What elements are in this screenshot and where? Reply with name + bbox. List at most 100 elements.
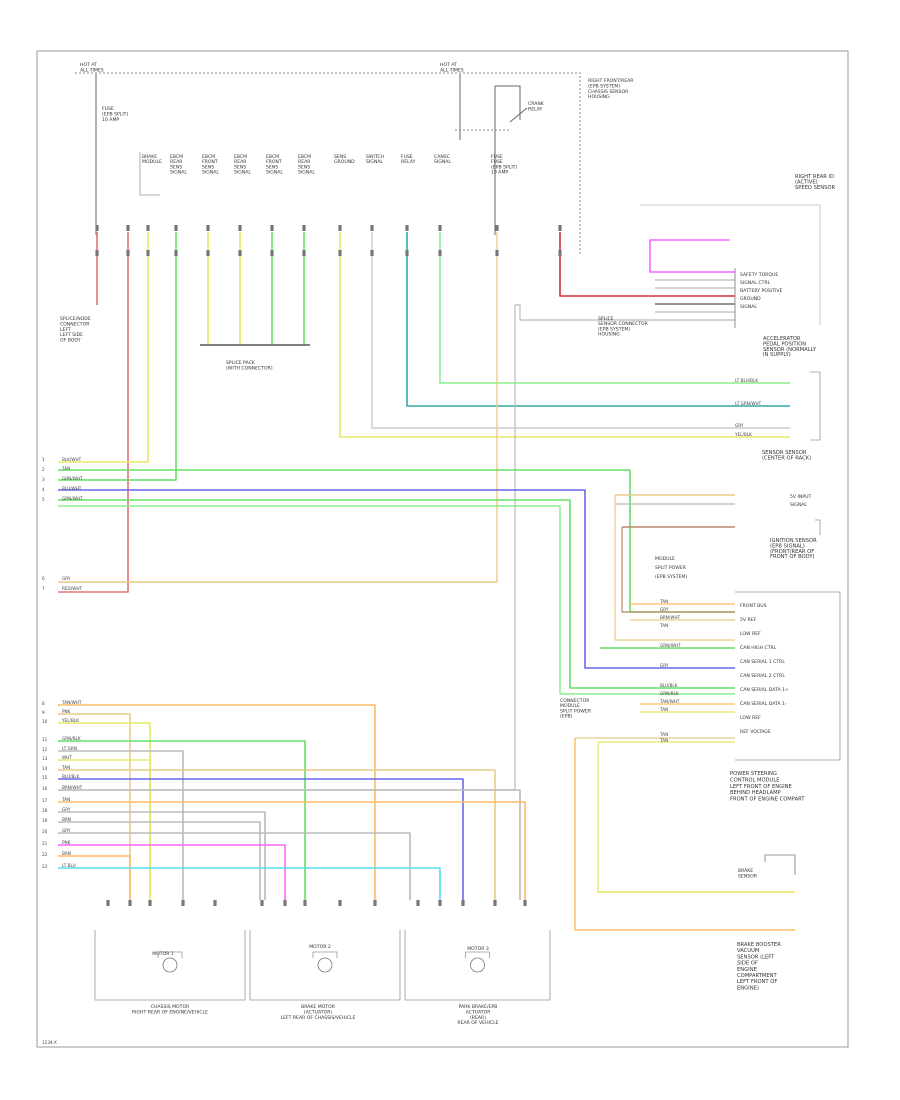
- row-number: 1: [42, 457, 45, 462]
- accel-frame: [810, 371, 821, 441]
- pad-label: RELAY: [401, 159, 416, 165]
- bottom-wire-label: BRN: [62, 851, 71, 856]
- motor-symbol: [162, 957, 178, 973]
- component-layer: [94, 152, 841, 1001]
- top-right-note: (EPB SYSTEM): [588, 83, 620, 89]
- booster-label: LEFT FRONT OF: [737, 979, 777, 985]
- ignition-label: IGNITION SENSOR: [770, 538, 817, 544]
- connector-pin: [174, 250, 178, 256]
- right-bus-label: HOT AT: [440, 62, 457, 68]
- green-module-wire-2: [58, 499, 735, 689]
- yellow-wire: [58, 232, 149, 463]
- row-number: 4: [42, 487, 45, 492]
- power-steering-label: POWER STEERING: [730, 771, 777, 777]
- actuator-pin: [260, 900, 264, 906]
- booster-small-label: BRAKE: [738, 868, 753, 874]
- row-number: 10: [42, 719, 48, 724]
- actuator-box: [404, 930, 551, 1001]
- connector-pin: [270, 250, 274, 256]
- teal-accel-wire: [406, 232, 790, 407]
- pad-label: SIGNAL: [234, 170, 251, 176]
- motor2-label: MOTOR 2: [309, 944, 331, 950]
- relay-label: CRANK: [528, 101, 545, 107]
- connector-pin: [558, 250, 562, 256]
- bottom-wire: [58, 750, 184, 900]
- power-steering-label: FRONT OF ENGINE COMPART: [730, 797, 805, 803]
- bottom-wire: [58, 832, 411, 900]
- actuator-pin: [181, 900, 185, 906]
- left-wire-label: BLU/WHT: [62, 486, 82, 491]
- ground-left-label: SPLICE/NODE: [60, 316, 91, 322]
- bottom-wire-label: BLU/BLK: [62, 774, 80, 779]
- left-splice-label: (EPB SYSTEM): [598, 326, 630, 332]
- pad-label: EBCM: [234, 154, 247, 160]
- pad-bracket: [139, 152, 160, 196]
- left-wire-label: GRY: [62, 576, 71, 581]
- connector-pin: [270, 225, 274, 231]
- actuator-pin: [373, 900, 377, 906]
- booster-label: SENSOR (LEFT: [737, 954, 775, 960]
- motor-symbol: [470, 957, 485, 973]
- left-module-label: MODULE: [560, 703, 580, 709]
- connector-pin: [438, 225, 442, 231]
- connector-pin: [206, 250, 210, 256]
- left-module-label: (EPB): [560, 714, 573, 720]
- power-steering-label: LEFT FRONT OF ENGINE: [730, 784, 792, 790]
- connector-pin: [495, 225, 499, 231]
- module-pin-label: CAN HIGH CTRL: [740, 645, 777, 651]
- bottom-wire-label: GRY: [62, 828, 71, 833]
- pad-label: EBCM: [170, 154, 183, 160]
- pad-label: REAR: [298, 159, 311, 165]
- module-wire-label: TAN/WHT: [659, 699, 680, 704]
- act3-label: (REAR): [470, 1015, 486, 1021]
- ground-left-label: CONNECTOR: [60, 321, 90, 327]
- left-module-label: CONNECTOR: [560, 698, 590, 704]
- booster-label: ENGINE): [737, 985, 759, 991]
- bottom-wire-label: TAN: [61, 765, 70, 770]
- module-wire-label: TAN: [659, 599, 668, 604]
- right-wire-label: LT GRN/WHT: [735, 401, 762, 406]
- left-wire-label: GRN/WHT: [62, 496, 83, 501]
- bottom-wire: [58, 789, 521, 900]
- booster-label: BRAKE BOOSTER: [737, 942, 781, 948]
- pad-label: SIGNAL: [298, 170, 315, 176]
- act3-label: REAR OF VEHICLE: [457, 1020, 498, 1026]
- module-header: SPLIT POWER: [655, 565, 687, 571]
- pad-label: EBCM: [202, 154, 215, 160]
- seat-sensor-label: (CENTER OF RACK): [762, 455, 811, 461]
- rr-pin-label: SIGNAL: [740, 304, 757, 310]
- actuator-pin: [283, 900, 287, 906]
- actuator-pin: [213, 900, 217, 906]
- module-wire-label: BLU/BLK: [660, 683, 678, 688]
- row-number: 22: [42, 852, 48, 857]
- top-right-note: HOUSING: [588, 94, 610, 100]
- right-wire-label: LT BLU/BLK: [735, 378, 758, 383]
- connector-pin: [438, 250, 442, 256]
- motor3-label: MOTOR 3: [467, 946, 489, 952]
- seat-pin-label: 5V INPUT: [790, 494, 811, 500]
- bottom-wire-label: WHT: [62, 755, 72, 760]
- row-number: 5: [42, 497, 45, 502]
- ground-left-label: LEFT SIDE: [60, 332, 83, 338]
- connector-pin: [146, 250, 150, 256]
- pad-label: SWITCH: [366, 154, 384, 160]
- gray-ignition-wire: [371, 232, 790, 429]
- rr-sensor-label: SPEED SENSOR: [795, 185, 835, 191]
- bottom-wire: [58, 811, 266, 900]
- pad-label: SENS: [298, 164, 310, 170]
- actuator-pin: [338, 900, 342, 906]
- rr-sensor-label: (ACTIVE): [795, 179, 818, 185]
- module-pin-label: CAN SERIAL DATA 1-: [740, 701, 787, 707]
- relay-switch: [509, 107, 528, 123]
- left-wire-label: RED/WHT: [62, 586, 82, 591]
- left-bus-label: HOT AT: [80, 62, 97, 68]
- splice-center-label: SPLICE PACK: [226, 360, 256, 366]
- bottom-wire-label: YEL/BLK: [61, 718, 79, 723]
- wire-layer: [58, 72, 795, 931]
- bottom-wire: [58, 778, 464, 900]
- connector-pin: [206, 225, 210, 231]
- top-right-note: RIGHT FRONT/REAR: [588, 78, 634, 84]
- pad-label: SENS: [266, 164, 278, 170]
- connector-pin: [174, 225, 178, 231]
- pad-label: SENS: [334, 154, 346, 160]
